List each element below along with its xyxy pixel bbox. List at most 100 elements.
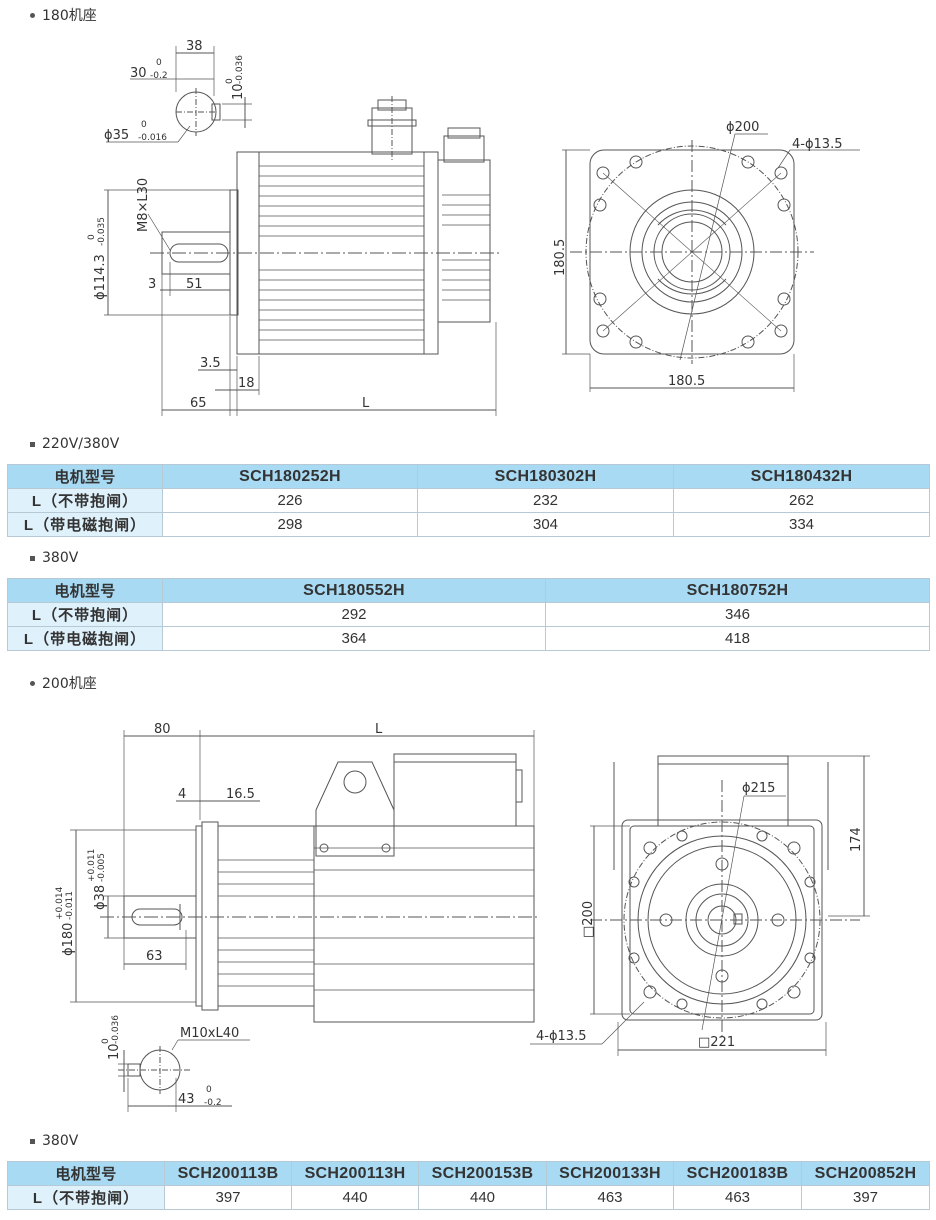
dim-65: 65	[190, 396, 207, 411]
dim-63: 63	[146, 949, 163, 964]
dim-phi215: ϕ215	[742, 781, 775, 796]
table-header-cell: SCH180302H	[417, 464, 674, 489]
table-cell: 298	[162, 512, 418, 537]
table-row: L（不带抱闸） 226 232 262	[7, 488, 930, 513]
dim-43: 43	[178, 1092, 195, 1107]
dim-sq200: □200	[581, 901, 596, 938]
bullet-dot-icon	[30, 680, 35, 686]
table1-label-text: 220V/380V	[42, 436, 120, 452]
table-cell: 440	[418, 1185, 547, 1210]
table-row-label: L（带电磁抱闸）	[7, 626, 163, 651]
dim-phi180-tol-up: +0.014	[55, 886, 65, 920]
section-title-180: 180机座	[30, 5, 97, 25]
table-header-cell: SCH180752H	[545, 578, 930, 603]
dim-43-tol-up: 0	[206, 1085, 212, 1095]
drawing-200-side: 80 L 4 16.5 ϕ38 +0.011 -0.005 ϕ180 +0.01…	[55, 722, 540, 1112]
table-cell: 304	[417, 512, 674, 537]
dim-30: 30	[130, 66, 147, 81]
dim-10-200-tol-up: 0	[101, 1038, 111, 1044]
table-row-label: L（不带抱闸）	[7, 1185, 165, 1210]
table-cell: 364	[162, 626, 546, 651]
table-cell: 440	[291, 1185, 419, 1210]
dim-174: 174	[849, 827, 864, 852]
dim-phi180-tol-low: -0.011	[65, 891, 75, 920]
bullet-square-icon	[30, 1138, 35, 1144]
table3-label-text: 380V	[42, 1133, 79, 1149]
dim-10-tol-up: 0	[225, 78, 235, 84]
dim-phi114-tol-low: -0.035	[97, 217, 107, 246]
table-cell: 463	[673, 1185, 802, 1210]
table-header-row: 电机型号 SCH180552H SCH180752H	[7, 578, 930, 603]
table2-label: 380V	[30, 550, 78, 566]
drawing-180-side: 38 30 0 -0.2 10 0 -0.036 ϕ35 0 -0.016 M8…	[87, 39, 500, 416]
dim-80: 80	[154, 722, 171, 737]
table-cell: 397	[164, 1185, 292, 1210]
drawing-200-front: ϕ215 174 □200 4-ϕ13.5 □221	[530, 755, 870, 1056]
spec-table-200-380v: 电机型号 SCH200113B SCH200113H SCH200153B SC…	[7, 1161, 930, 1210]
table1-label: 220V/380V	[30, 436, 119, 452]
table-header-cell: 电机型号	[7, 1161, 165, 1186]
table-header-cell: SCH200852H	[801, 1161, 930, 1186]
table-row-label: L（不带抱闸）	[7, 488, 163, 513]
table-header-cell: SCH200183B	[673, 1161, 802, 1186]
dim-sq221: □221	[698, 1035, 735, 1050]
table-header-cell: 电机型号	[7, 578, 163, 603]
dim-180-5-vertical: 180.5	[553, 239, 568, 276]
spec-table-180-380v: 电机型号 SCH180552H SCH180752H L（不带抱闸） 292 3…	[7, 578, 930, 651]
dim-phi114-tol-up: 0	[87, 234, 97, 240]
spec-table-180-220v: 电机型号 SCH180252H SCH180302H SCH180432H L（…	[7, 464, 930, 537]
dim-phi35: ϕ35	[104, 128, 129, 143]
table-row-label: L（不带抱闸）	[7, 602, 163, 627]
section-title-200-text: 200机座	[42, 676, 97, 692]
dim-38: 38	[186, 39, 203, 54]
dim-30-tol-low: -0.2	[150, 71, 168, 81]
dim-phi114: ϕ114.3	[93, 254, 108, 300]
dim-phi38-tol-up: +0.011	[87, 849, 97, 882]
dim-3-5: 3.5	[200, 356, 221, 371]
dim-18: 18	[238, 376, 255, 391]
table-cell: 418	[545, 626, 930, 651]
table-header-cell: SCH200113B	[164, 1161, 292, 1186]
section-title-180-text: 180机座	[42, 8, 97, 24]
table-header-cell: SCH180432H	[673, 464, 930, 489]
dim-180-5-horizontal: 180.5	[668, 374, 705, 389]
table-cell: 232	[417, 488, 674, 513]
dim-30-tol-up: 0	[156, 58, 162, 68]
table-cell: 346	[545, 602, 930, 627]
drawing-180-front: ϕ200 4-ϕ13.5 180.5 180.5	[553, 120, 860, 392]
bullet-square-icon	[30, 441, 35, 447]
table-header-cell: 电机型号	[7, 464, 163, 489]
dim-10-tol-low: -0.036	[235, 55, 245, 84]
table-row: L（带电磁抱闸） 364 418	[7, 626, 930, 651]
dim-43-tol-low: -0.2	[204, 1098, 222, 1108]
dim-L: L	[362, 396, 370, 411]
dim-10-200-tol-low: -0.036	[111, 1015, 121, 1044]
bullet-dot-icon	[30, 12, 35, 18]
dim-phi200: ϕ200	[726, 120, 759, 135]
dim-16-5: 16.5	[226, 787, 255, 802]
dim-holes-200: 4-ϕ13.5	[536, 1029, 586, 1044]
table-cell: 334	[673, 512, 930, 537]
dim-phi38: ϕ38	[93, 885, 108, 910]
bullet-square-icon	[30, 555, 35, 561]
table-cell: 292	[162, 602, 546, 627]
dim-10: 10	[231, 83, 246, 100]
dim-51: 51	[186, 277, 203, 292]
table-header-cell: SCH200113H	[291, 1161, 419, 1186]
dim-phi35-tol-up: 0	[141, 120, 147, 130]
dim-10-200: 10	[107, 1043, 122, 1060]
dim-m10: M10xL40	[180, 1026, 239, 1041]
dim-L-200: L	[375, 722, 383, 737]
table-header-row: 电机型号 SCH180252H SCH180302H SCH180432H	[7, 464, 930, 489]
table-cell: 397	[801, 1185, 930, 1210]
table-row: L（不带抱闸） 397 440 440 463 463 397	[7, 1185, 930, 1210]
table-row-label: L（带电磁抱闸）	[7, 512, 163, 537]
table-row: L（带电磁抱闸） 298 304 334	[7, 512, 930, 537]
table-header-cell: SCH200133H	[546, 1161, 674, 1186]
dim-phi180: ϕ180	[61, 923, 76, 956]
table-header-cell: SCH180552H	[162, 578, 546, 603]
table-row: L（不带抱闸） 292 346	[7, 602, 930, 627]
dim-3: 3	[148, 277, 156, 292]
table-header-cell: SCH200153B	[418, 1161, 547, 1186]
dim-phi38-tol-low: -0.005	[97, 853, 107, 882]
